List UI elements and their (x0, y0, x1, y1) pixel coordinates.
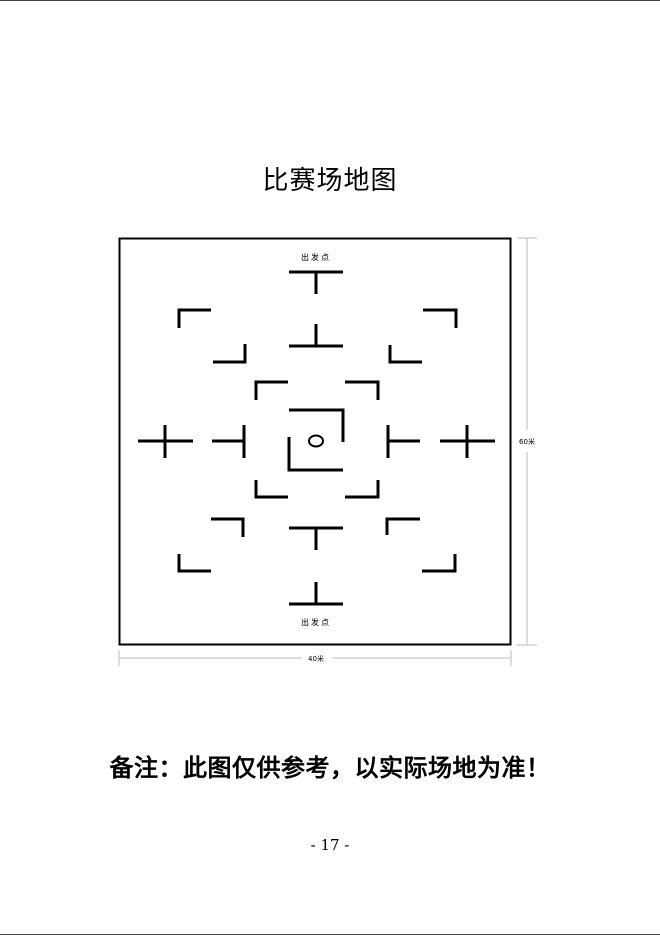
outer-top-left-corner (177, 308, 211, 328)
center-top-bracket (289, 408, 345, 442)
page-number: - 17 - (310, 836, 350, 854)
upper-inverted-t-marker (289, 324, 343, 348)
center-bottom-bracket (287, 437, 343, 472)
inner-top-right-corner (388, 345, 422, 364)
left-side-marker (212, 425, 246, 458)
center-target-circle (308, 434, 324, 448)
bottom-inverted-t-marker (289, 582, 343, 606)
inner-bottom-left-corner (211, 517, 245, 537)
page-title: 比赛场地图 (262, 166, 398, 196)
left-cross-marker (138, 425, 193, 458)
right-cross-marker (440, 425, 495, 458)
obstacle-markers (138, 270, 495, 606)
start-point-label-top: 出发点 (301, 252, 331, 262)
right-side-marker (386, 425, 420, 458)
start-point-label-bottom: 出发点 (301, 617, 331, 627)
width-dimension-label: 40米 (308, 654, 324, 663)
ring-top-left-corner (254, 380, 288, 400)
page-top-rule (0, 0, 660, 1)
inner-bottom-right-corner (385, 517, 420, 535)
inner-top-left-corner (213, 344, 247, 364)
outer-bottom-left-corner (177, 554, 211, 573)
dimension-lines (118, 237, 537, 666)
outer-bottom-right-corner (422, 554, 457, 573)
lower-t-marker (289, 526, 343, 550)
top-t-marker (289, 270, 343, 294)
competition-field-map: 60米 40米 出发点 出发点 (118, 237, 537, 666)
height-dimension-label: 60米 (519, 437, 535, 446)
field-boundary (118, 237, 512, 646)
page-bottom-rule (0, 934, 660, 935)
remark-note: 备注：此图仅供参考，以实际场地为准！ (109, 754, 551, 782)
ring-bottom-right-corner (345, 480, 380, 499)
outer-top-right-corner (423, 308, 458, 328)
ring-top-right-corner (345, 380, 380, 400)
ring-bottom-left-corner (254, 480, 288, 499)
